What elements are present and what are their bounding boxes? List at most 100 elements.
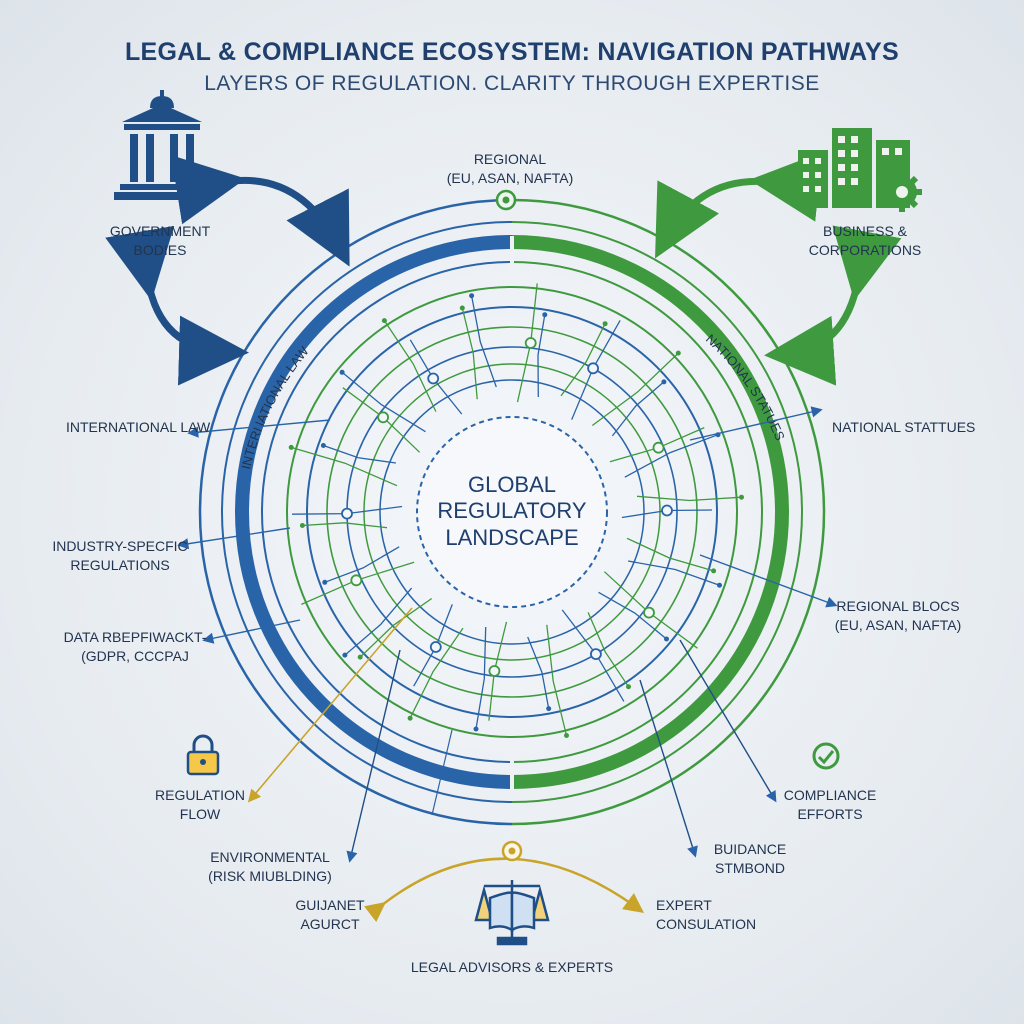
circuit-node — [427, 372, 440, 385]
circuit-trace — [461, 307, 478, 400]
industry-line-1: INDUSTRY-SPECFIC — [52, 538, 188, 554]
national-statues-label: NATIONAL STATTUES — [832, 419, 976, 435]
circuit-trace — [591, 352, 679, 427]
circuit-trace — [537, 314, 546, 398]
circuit-trace — [344, 587, 413, 656]
regulation-line-2: FLOW — [179, 805, 221, 822]
circuit-trace — [383, 320, 437, 412]
inner-rings — [286, 286, 738, 738]
regional-blocs-line-2: (EU, ASAN, NAFTA) — [834, 616, 962, 633]
circuit-node — [652, 441, 665, 454]
page-title: LEGAL & COMPLIANCE ECOSYSTEM: NAVIGATION… — [124, 38, 899, 66]
circuit-trace — [470, 295, 497, 388]
legal-advisors-label: LEGAL ADVISORS & EXPERTS — [410, 959, 614, 975]
data-privacy-label: DATA RBEPFIWACKT- (GDPR, CCCPAJ — [55, 628, 215, 666]
circuit-trace — [624, 434, 719, 478]
circuit-dot — [661, 379, 667, 385]
circuit-node — [661, 504, 673, 517]
buidance-label: BUIDANCE STMBOND — [690, 840, 810, 878]
circuit-dot — [322, 579, 328, 585]
expert-line-2: CONSULATION — [656, 915, 757, 932]
regulation-flow-label: REGULATION FLOW — [140, 786, 260, 824]
arrow-government-top — [171, 155, 350, 267]
expert-line-1: EXPERT — [656, 897, 712, 913]
circuit-dot — [711, 568, 717, 574]
expert-consulation-label: EXPERT CONSULATION — [656, 896, 786, 934]
circuit-network — [288, 283, 744, 738]
circuit-trace — [475, 626, 487, 730]
data-line-1: DATA RBEPFIWACKT- — [63, 629, 207, 645]
center-line-3: LANDSCAPE — [445, 524, 579, 550]
page-subtitle: LAYERS OF REGULATION. CLARITY THROUGH EX… — [204, 72, 820, 95]
regulation-line-1: REGULATION — [155, 787, 245, 803]
compliance-line-2: EFFORTS — [797, 805, 863, 822]
business-line-1: BUSINESS & — [822, 223, 908, 239]
circuit-trace — [587, 612, 630, 688]
circuit-trace — [598, 591, 667, 640]
circuit-dot — [602, 321, 608, 327]
leader-lines — [177, 406, 838, 863]
office-buildings-gear-icon — [798, 128, 922, 212]
compliance-line-1: COMPLIANCE — [783, 787, 877, 803]
circuit-dot — [342, 652, 348, 658]
industry-line-2: REGULATIONS — [70, 556, 170, 573]
regional-top-line-1: REGIONAL — [473, 151, 547, 167]
circuit-trace — [291, 446, 398, 487]
arrow-business-bottom — [764, 225, 902, 386]
scales-book-icon — [474, 880, 550, 946]
environmental-line-2: (RISK MIUBLDING) — [208, 867, 332, 884]
circuit-node — [350, 574, 363, 587]
circuit-dot — [546, 706, 552, 712]
circuit-trace — [341, 371, 426, 433]
circuit-trace — [527, 636, 550, 709]
circuit-trace — [626, 537, 714, 572]
government-line-1: GOVERNMENT — [109, 223, 211, 239]
circuit-trace — [409, 627, 464, 719]
circuit-node — [429, 641, 442, 653]
ring-label-international-law: INTERNATIONAL LAW — [238, 343, 312, 471]
check-circle-icon — [812, 742, 840, 770]
regional-blocs-label: REGIONAL BLOCS (EU, ASAN, NAFTA) — [818, 597, 978, 635]
circuit-dot — [717, 582, 722, 588]
circuit-node — [341, 507, 353, 520]
circuit-dot — [564, 733, 569, 738]
guidance-label: GUIJANET AGURCT — [280, 896, 380, 934]
ring-label-national-statues: NATIONAL STATUES — [703, 331, 788, 443]
circuit-trace — [560, 323, 606, 397]
regional-top-line-2: (EU, ASAN, NAFTA) — [446, 169, 574, 186]
buidance-line-1: BUIDANCE — [713, 841, 787, 857]
circuit-dot — [288, 444, 294, 450]
circuit-node — [488, 665, 501, 677]
compliance-efforts-label: COMPLIANCE EFFORTS — [770, 786, 890, 824]
government-bodies-label: GOVERNMENT BODIES — [90, 222, 230, 260]
buidance-line-2: STMBOND — [715, 859, 785, 876]
circuit-node — [590, 648, 602, 660]
circuit-trace — [636, 495, 742, 502]
circuit-trace — [546, 624, 568, 736]
center-line-1: GLOBAL — [467, 472, 557, 497]
circuit-dot — [473, 726, 479, 732]
circuit-dot — [299, 523, 305, 528]
circuit-dot — [739, 494, 744, 500]
business-line-2: CORPORATIONS — [808, 241, 922, 258]
environmental-label: ENVIRONMENTAL (RISK MIUBLDING) — [200, 848, 340, 886]
regional-blocs-line-1: REGIONAL BLOCS — [836, 598, 960, 614]
circuit-dot — [407, 715, 413, 721]
circuit-dot — [381, 318, 387, 324]
circuit-trace — [323, 444, 396, 464]
circuit-node — [524, 337, 537, 349]
lock-icon — [186, 734, 220, 776]
arrow-government-bottom — [105, 225, 249, 386]
data-line-2: (GDPR, CCCPAJ — [81, 647, 189, 664]
circuit-dot — [542, 312, 548, 318]
circuit-node — [587, 362, 599, 375]
circuit-node — [377, 411, 390, 424]
circuit-dot — [675, 350, 681, 356]
industry-regulations-label: INDUSTRY-SPECFIC REGULATIONS — [50, 537, 190, 575]
circuit-dot — [339, 369, 345, 375]
circuit-trace — [611, 381, 665, 437]
circuit-trace — [324, 546, 400, 583]
center-label: GLOBAL REGULATORY LANDSCAPE — [412, 472, 612, 551]
circuit-dot — [357, 654, 363, 660]
